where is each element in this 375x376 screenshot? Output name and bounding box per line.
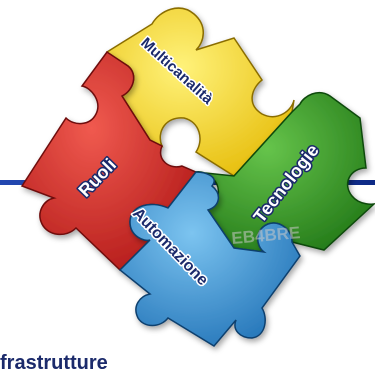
- puzzle-piece-ruoli: [20, 50, 198, 272]
- puzzle-piece-automazione: [118, 171, 301, 347]
- bottom-caption: frastrutture: [0, 352, 108, 374]
